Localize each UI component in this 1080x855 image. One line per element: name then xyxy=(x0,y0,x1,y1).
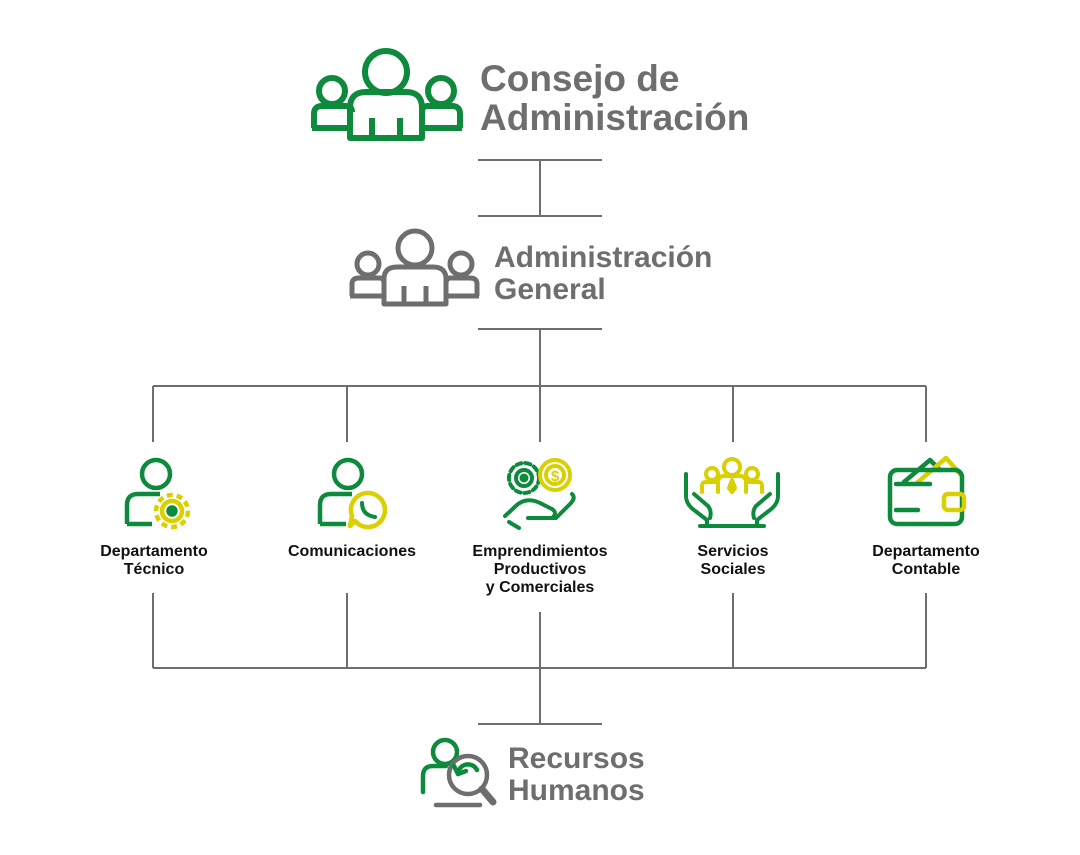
user-search-icon xyxy=(420,737,497,808)
dept-label-line: Sociales xyxy=(700,561,766,578)
dept-label-emprendimientos: Emprendimientos Productivos y Comerciale… xyxy=(440,543,640,597)
hr-title-line: Recursos xyxy=(508,742,645,775)
dept-label-contable: Departamento Contable xyxy=(826,543,1026,579)
dept-label-line: Productivos xyxy=(493,561,587,578)
board-title-line: Consejo de xyxy=(480,58,680,99)
dept-label-tecnico: Departamento Técnico xyxy=(54,543,254,579)
coin-symbol: $ xyxy=(551,468,560,485)
board-title: Consejo de Administración xyxy=(480,58,750,138)
dept-label-line: y Comerciales xyxy=(485,579,595,596)
group-icon xyxy=(311,48,463,141)
admin-title-line: Administración xyxy=(494,241,713,274)
connectors xyxy=(152,159,927,725)
hands-people-icon xyxy=(684,457,780,528)
board-title-line: Administración xyxy=(480,96,750,138)
group-icon xyxy=(349,228,480,307)
dept-label-line: Departamento xyxy=(872,543,980,560)
dept-label-line: Contable xyxy=(891,561,961,578)
user-gear-icon xyxy=(124,457,191,530)
user-chat-icon xyxy=(317,457,388,530)
admin-title: Administración General xyxy=(494,242,712,305)
dept-label-comunicaciones: Comunicaciones xyxy=(252,543,452,561)
dept-label-line: Departamento xyxy=(100,543,208,560)
admin-title-line: General xyxy=(494,272,606,306)
hr-title: Recursos Humanos xyxy=(508,743,645,806)
dept-label-line: Comunicaciones xyxy=(287,543,417,560)
dept-label-line: Técnico xyxy=(123,561,185,578)
hand-gear-coin-icon: $ xyxy=(503,458,576,530)
dept-label-line: Servicios xyxy=(697,543,769,560)
hr-title-line: Humanos xyxy=(508,773,645,807)
wallet-icon xyxy=(887,455,967,527)
dept-label-line: Emprendimientos xyxy=(472,543,608,560)
dept-label-servicios: Servicios Sociales xyxy=(633,543,833,579)
